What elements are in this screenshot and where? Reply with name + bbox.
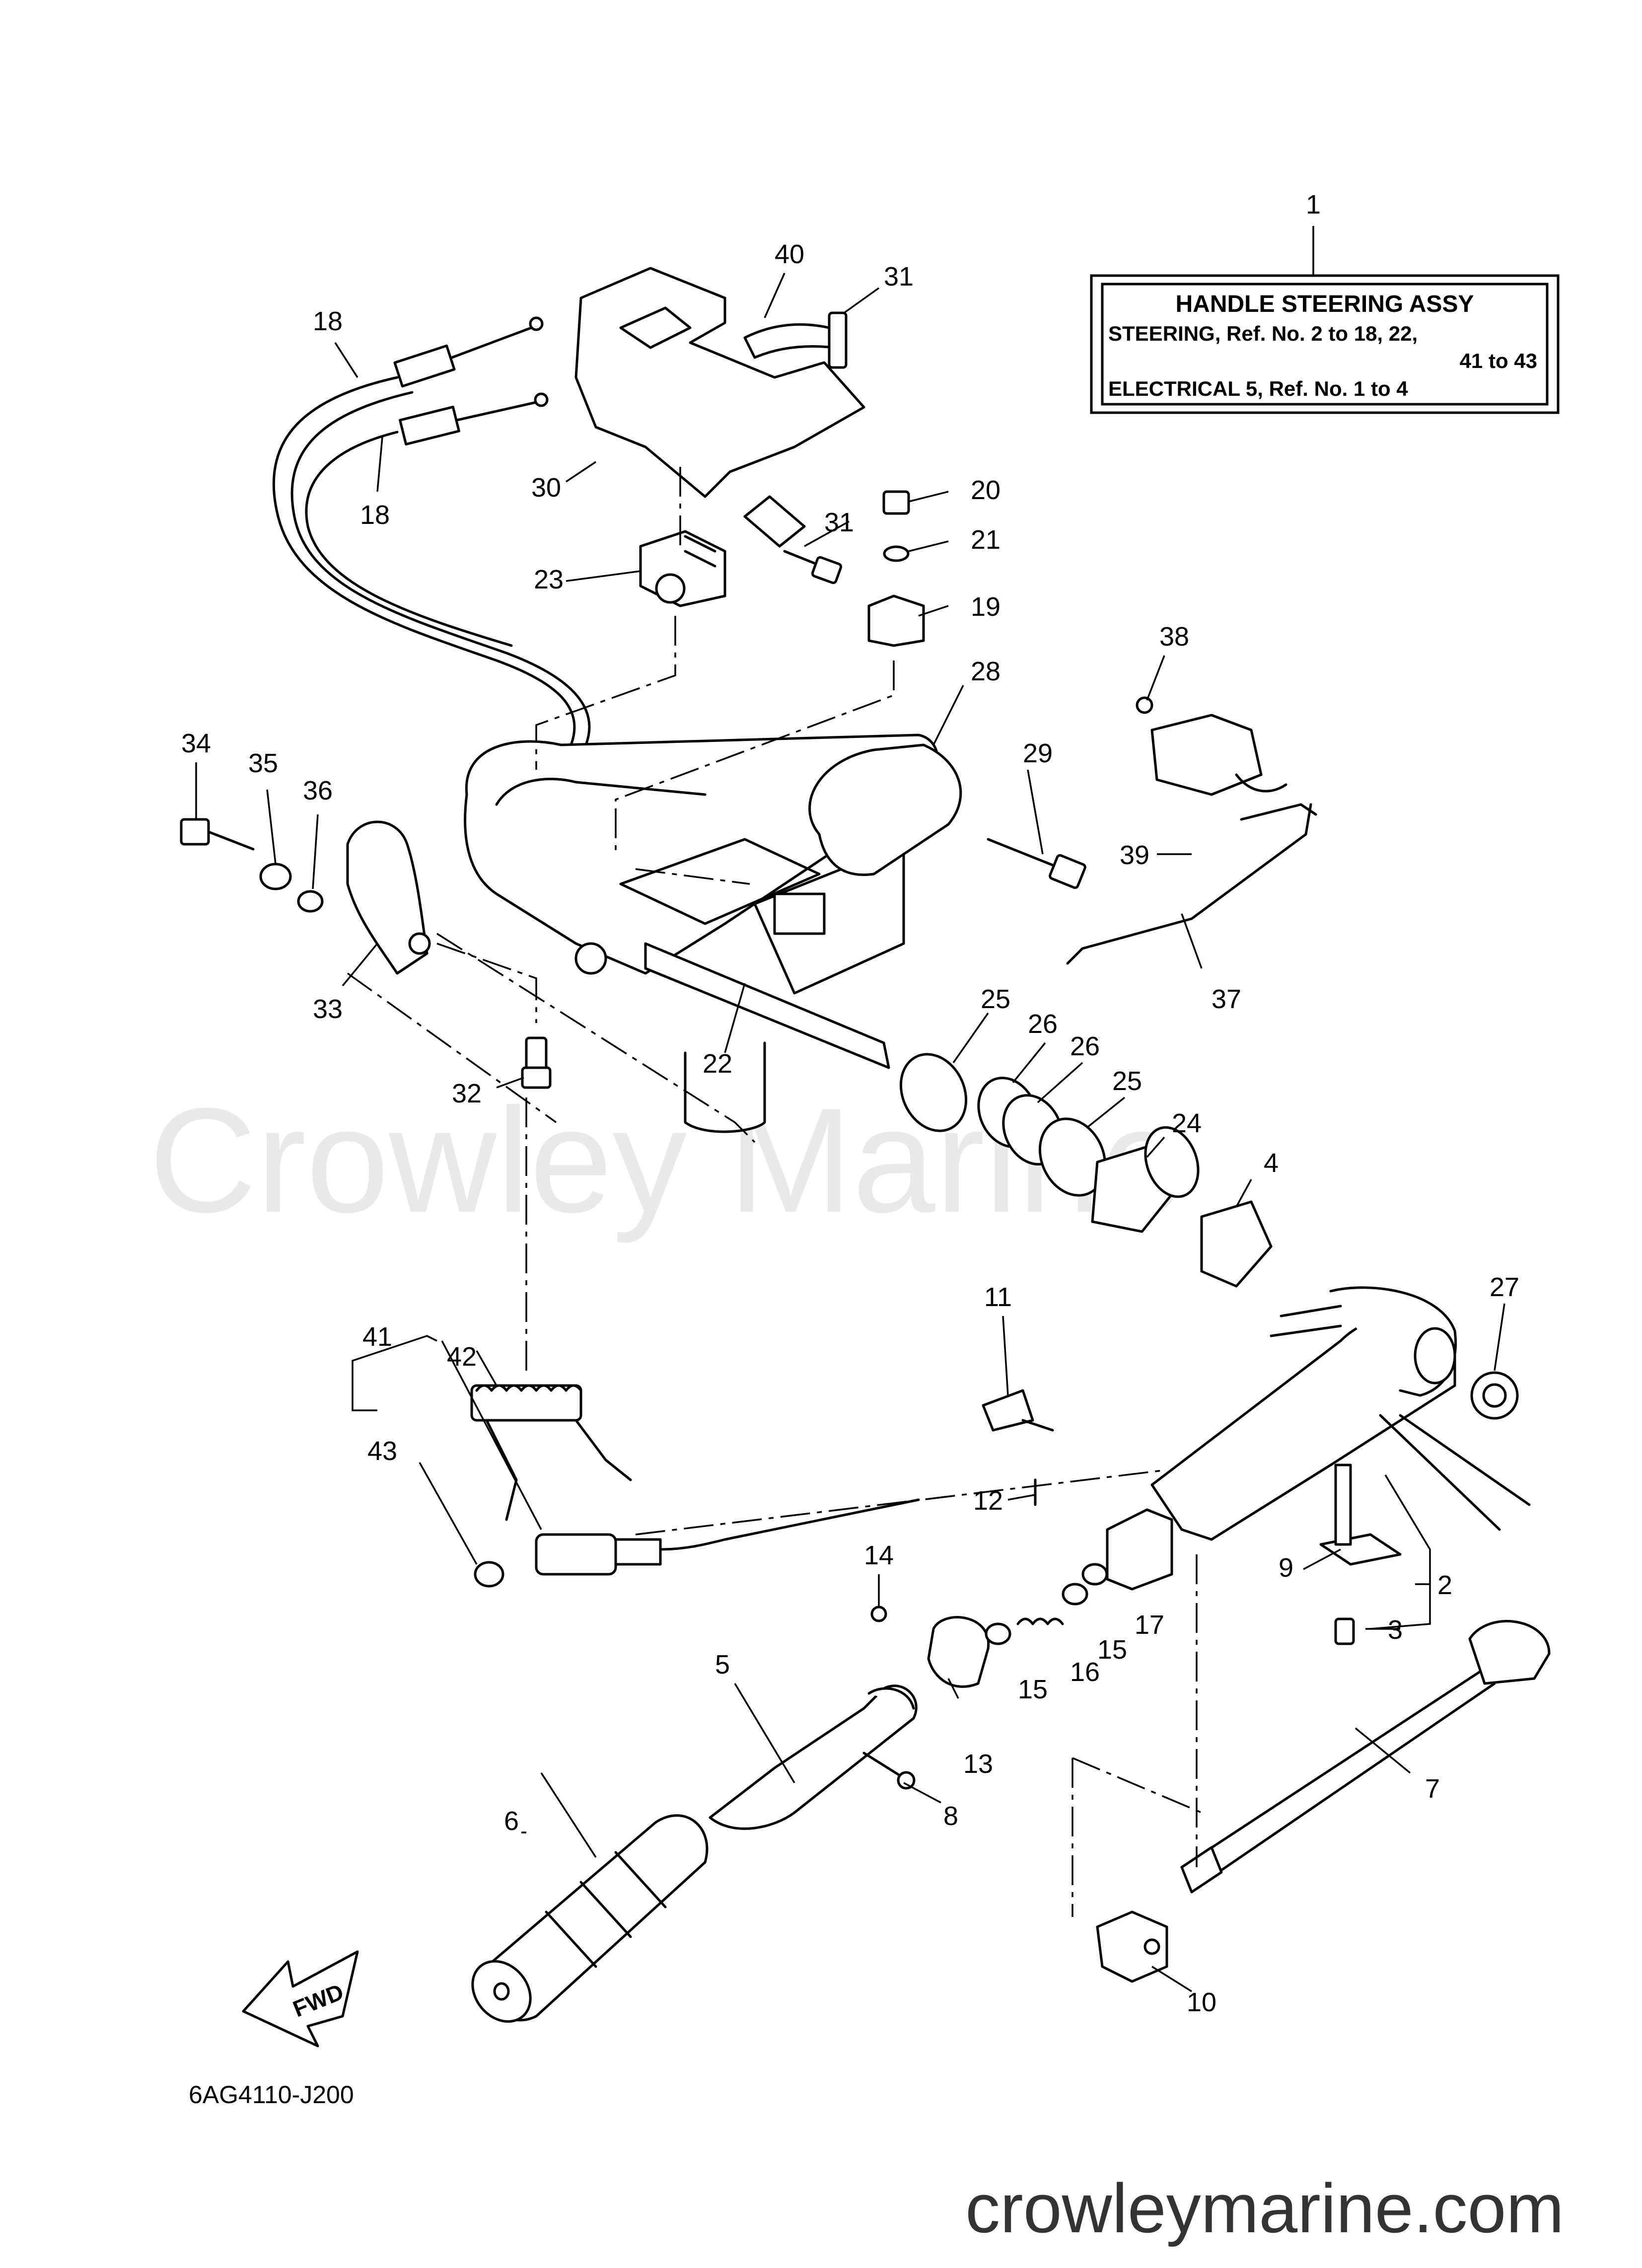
- callout-33: 33: [313, 994, 343, 1024]
- callout-40: 40: [775, 239, 804, 269]
- stop-switch-lanyard: [470, 1384, 920, 1588]
- grip-hardware: [870, 1563, 1108, 1688]
- callout-22: 22: [703, 1049, 732, 1079]
- callout-9: 9: [1279, 1553, 1293, 1583]
- callout-38: 38: [1159, 622, 1189, 652]
- callout-1: 1: [1306, 190, 1321, 219]
- callout-10: 10: [1187, 1987, 1216, 2017]
- bracket-10: [1096, 1910, 1168, 1983]
- info-box: HANDLE STEERING ASSY STEERING, Ref. No. …: [1090, 226, 1560, 414]
- steering-arm: [1106, 1286, 1531, 1591]
- bolt-29: [987, 838, 1086, 889]
- callout-19: 19: [971, 592, 1000, 622]
- bolts-31: [783, 311, 848, 585]
- throttle-shaft: [709, 1684, 918, 1830]
- callout-26b: 26: [1070, 1031, 1100, 1061]
- assembly-lines: [347, 467, 1202, 1917]
- diagram-code: 6AG4110-J200: [189, 2081, 354, 2109]
- callout-4: 4: [1264, 1148, 1279, 1178]
- left-hardware: [180, 818, 431, 975]
- callout-31b: 31: [824, 508, 854, 537]
- info-box-title: HANDLE STEERING ASSY: [1176, 291, 1474, 317]
- fwd-arrow: FWD: [242, 1950, 359, 2048]
- callout-30: 30: [531, 473, 561, 503]
- plate-and-screw: [1319, 1463, 1402, 1645]
- callout-labels: 1 2 3 4 5 6 7 8 9 10 11 12 13 14 15 15 1…: [181, 190, 1519, 2017]
- callout-2: 2: [1437, 1570, 1452, 1600]
- site-url: crowleymarine.com: [965, 2169, 1564, 2247]
- callout-43: 43: [367, 1436, 397, 1466]
- screw-32: [521, 1036, 552, 1089]
- callout-26a: 26: [1028, 1009, 1058, 1039]
- grip-6: [471, 1814, 709, 2023]
- callout-36: 36: [303, 776, 333, 805]
- callout-15a: 15: [1018, 1675, 1048, 1704]
- leader-lines: [195, 273, 1505, 1992]
- callout-39: 39: [1120, 840, 1149, 870]
- callout-29: 29: [1023, 738, 1053, 768]
- callout-15b: 15: [1097, 1635, 1127, 1665]
- screw-8: [862, 1752, 916, 1790]
- callout-27: 27: [1490, 1272, 1519, 1302]
- callout-35: 35: [248, 748, 278, 778]
- callout-37: 37: [1212, 984, 1241, 1014]
- callout-32: 32: [452, 1079, 482, 1108]
- callout-6: 6: [504, 1806, 519, 1836]
- callout-20: 20: [971, 475, 1000, 505]
- holder-23: [639, 530, 726, 607]
- screw-washer-clamp: [867, 490, 925, 647]
- knob-and-pin: [982, 1389, 1054, 1506]
- callout-8: 8: [943, 1801, 958, 1831]
- callout-17: 17: [1135, 1610, 1164, 1640]
- callout-14: 14: [864, 1540, 894, 1570]
- callout-11: 11: [984, 1282, 1012, 1312]
- callout-31a: 31: [884, 262, 914, 292]
- callout-34: 34: [181, 729, 211, 758]
- nut-27: [1470, 1371, 1519, 1420]
- callout-28: 28: [971, 657, 1000, 686]
- callout-21: 21: [971, 525, 1000, 555]
- callout-41: 41: [362, 1322, 392, 1352]
- callout-7: 7: [1425, 1774, 1440, 1804]
- throttle-rod-7: [1180, 1619, 1551, 1894]
- callout-16: 16: [1070, 1657, 1100, 1687]
- plate-28: [808, 743, 962, 876]
- callout-3: 3: [1388, 1615, 1403, 1645]
- info-box-line3: ELECTRICAL 5, Ref. No. 1 to 4: [1108, 377, 1408, 400]
- info-box-line1: STEERING, Ref. No. 2 to 18, 22,: [1108, 322, 1418, 345]
- callout-18a: 18: [313, 306, 343, 336]
- callout-42: 42: [447, 1342, 477, 1372]
- callout-5: 5: [715, 1650, 730, 1680]
- throttle-cables: [272, 316, 591, 746]
- callout-24: 24: [1172, 1108, 1202, 1138]
- switch-link-assembly: [1066, 696, 1317, 965]
- callout-13: 13: [963, 1749, 993, 1779]
- callout-25a: 25: [981, 984, 1010, 1014]
- shaft-22: [644, 942, 890, 1069]
- callout-18b: 18: [360, 500, 390, 530]
- callout-25b: 25: [1112, 1066, 1142, 1096]
- info-box-line2: 41 to 43: [1460, 349, 1537, 372]
- rings-and-bushings: [899, 1053, 1273, 1288]
- clip-part-40: [743, 323, 836, 359]
- callout-12: 12: [973, 1486, 1003, 1516]
- callout-23: 23: [534, 565, 564, 594]
- cover-bracket: [574, 267, 865, 548]
